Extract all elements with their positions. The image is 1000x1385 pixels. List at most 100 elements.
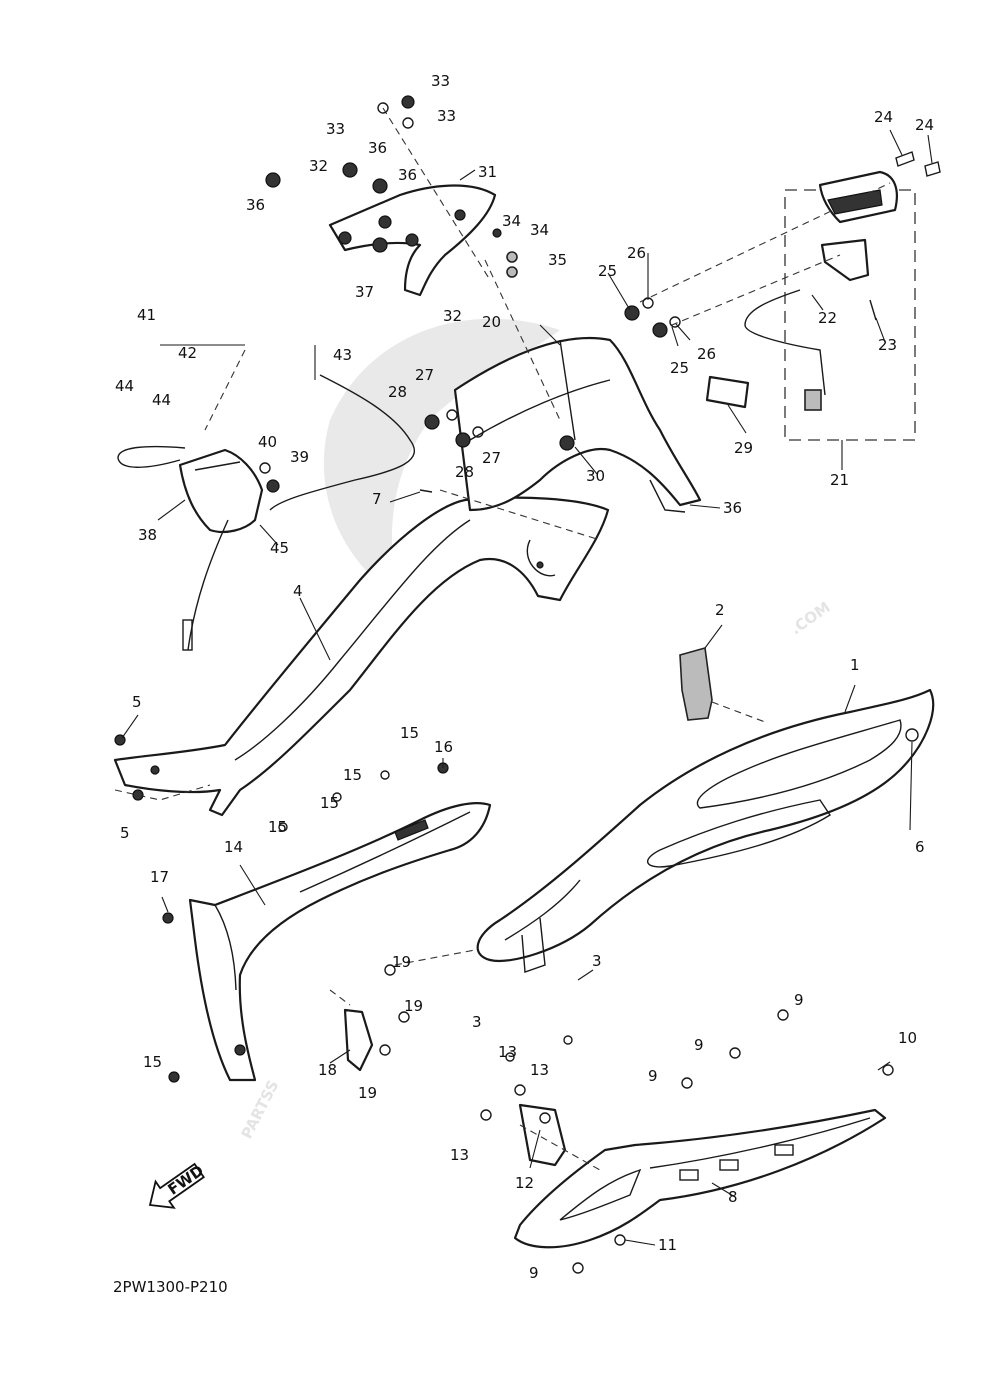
callout-32: 32 [443,307,462,325]
callout-36: 36 [398,166,417,184]
callout-36: 37 [355,283,374,301]
part-1-side-cover [476,688,935,973]
callout-29: 29 [734,439,753,457]
fwd-direction-badge: FWD [148,1161,207,1209]
callout-5: 5 [120,824,130,842]
part-18-bracket [343,1008,374,1072]
callout-24: 24 [915,116,934,134]
callout-43: 44 [115,377,134,395]
callout-15: 15 [268,818,287,836]
callout-15: 15 [143,1053,162,1071]
callout-7: 7 [372,490,382,508]
callout-37: 38 [138,526,157,544]
callout-3: 3 [472,1013,482,1031]
callout-20: 20 [482,313,501,331]
callout-9: 9 [529,1264,539,1282]
watermark-brand: PARTSS [238,1077,283,1142]
callout-33: 33 [437,107,456,125]
callout-32: 32 [309,157,328,175]
callout-27: 27 [415,366,434,384]
callout-28: 28 [388,383,407,401]
callout-24: 24 [874,108,893,126]
watermark-swoosh [323,318,560,600]
fwd-arrow-icon [148,1162,205,1209]
callout-18: 18 [318,1061,337,1079]
callout-23: 23 [878,336,897,354]
callout-28: 28 [455,463,474,481]
callout-8: 8 [728,1188,738,1206]
callout-30: 30 [586,467,605,485]
part-2-pad [679,646,713,721]
callout-19: 19 [358,1084,377,1102]
callout-35: 36 [723,499,742,517]
callout-39: 40 [258,433,277,451]
callout-12: 12 [515,1174,534,1192]
callout-11: 11 [658,1236,677,1254]
callout-33: 33 [326,120,345,138]
watermark-suffix: .COM [787,598,834,638]
callout-9: 9 [794,991,804,1009]
callout-5: 5 [132,693,142,711]
diagram-code: 2PW1300-P210 [113,1278,228,1296]
callout-34: 35 [548,251,567,269]
callout-6: 6 [915,838,925,856]
part-12-bracket [518,1103,567,1167]
callout-9: 9 [694,1036,704,1054]
part-29-reflector [705,375,750,409]
callout-10: 10 [898,1029,917,1047]
callout-4: 4 [293,582,303,600]
assembly-lines [114,107,891,1171]
part-31-grab-bracket [328,184,497,297]
part-42-cable [269,374,416,511]
leader-lines [121,129,933,1246]
callout-1: 1 [850,656,860,674]
callout-labels: 1 2 3 3 4 5 5 6 7 8 9 9 9 9 10 11 12 13 … [115,72,934,1282]
part-14-lower-cover [188,802,492,1082]
callout-17: 17 [150,868,169,886]
callout-2: 2 [715,601,725,619]
callout-19: 19 [404,997,423,1015]
callout-44: 45 [270,539,289,557]
part-21-tail-light [744,170,898,411]
callout-26: 26 [627,244,646,262]
callout-9: 9 [648,1067,658,1085]
callout-33: 33 [431,72,450,90]
callout-19: 19 [392,953,411,971]
part-37-lock-bracket [178,448,264,534]
callout-25: 25 [670,359,689,377]
callout-27: 27 [482,449,501,467]
callout-44: 44 [152,391,171,409]
callout-15: 15 [400,724,419,742]
callout-21: 21 [830,471,849,489]
callout-15: 15 [320,794,339,812]
part-20-rear-fender [453,336,702,513]
callout-22: 22 [818,309,837,327]
part-4-upper-cover [113,496,610,817]
part-44-cable [187,519,229,651]
callout-36: 36 [368,139,387,157]
callout-3: 3 [592,952,602,970]
callout-40: 41 [137,306,156,324]
callout-34: 34 [502,212,521,230]
callout-26: 26 [697,345,716,363]
callout-15: 15 [343,766,362,784]
callout-14: 14 [224,838,243,856]
callout-36: 36 [246,196,265,214]
callout-31: 31 [478,163,497,181]
callout-42: 43 [333,346,352,364]
callout-13: 13 [530,1061,549,1079]
callout-38: 39 [290,448,309,466]
callout-34: 34 [530,221,549,239]
cable-end [182,619,193,651]
callout-16: 16 [434,738,453,756]
callout-41: 42 [178,344,197,362]
part-43-wire-loop [117,445,186,468]
fwd-label: FWD [164,1161,206,1198]
fasteners [114,95,941,1274]
callout-13: 13 [450,1146,469,1164]
part-8-footboard [513,1108,887,1249]
callout-25: 25 [598,262,617,280]
callout-13: 13 [498,1043,517,1061]
